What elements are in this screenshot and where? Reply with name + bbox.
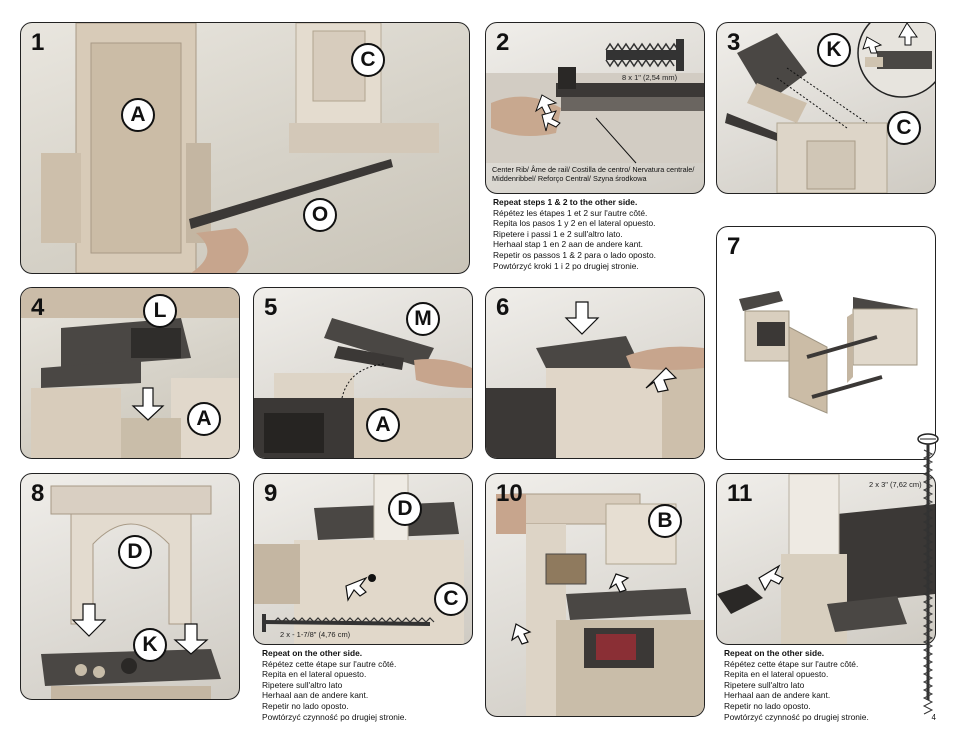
step-number: 2: [496, 29, 510, 56]
step-number: 3: [727, 29, 741, 56]
caption-line: Ripetere sull'altro lato: [262, 679, 343, 690]
step-9-illustration: [254, 474, 464, 644]
caption-repeat-step-9: Repeat on the other side. Répétez cette …: [262, 648, 477, 722]
caption-repeat-step-11: Repeat on the other side. Répétez cette …: [724, 648, 924, 722]
caption-line: Herhaal stap 1 en 2 aan de andere kant.: [493, 239, 643, 250]
part-label-m: M: [406, 302, 440, 336]
caption-line: Repetir no lado oposto.: [262, 700, 349, 711]
part-label-k: K: [817, 33, 851, 67]
step-9-panel: 9 D C 2 x - 1-7/8" (4,76 cm): [253, 473, 473, 645]
step-number: 10: [496, 480, 523, 507]
part-label-k: K: [133, 628, 167, 662]
part-label-a: A: [121, 98, 155, 132]
step-number: 4: [31, 294, 45, 321]
part-label-a: A: [187, 402, 221, 436]
caption-line: Ripetere sull'altro lato: [724, 679, 805, 690]
step-2-illustration: [486, 39, 704, 164]
part-label-b: B: [648, 504, 682, 538]
caption-heading: Repeat on the other side.: [262, 648, 363, 658]
step-number: 11: [727, 480, 753, 507]
step-6-panel: 6: [485, 287, 705, 459]
caption-line: Powtórzyć czynność po drugiej stronie.: [724, 711, 869, 722]
step-4-panel: 4 L A: [20, 287, 240, 459]
part-label-c: C: [351, 43, 385, 77]
step-3-panel: 3 K C: [716, 22, 936, 194]
caption-line: Répétez les étapes 1 et 2 sur l'autre cô…: [493, 207, 648, 218]
step-10-panel: 10 B: [485, 473, 705, 717]
caption-line: Répétez cette étape sur l'autre côté.: [262, 658, 397, 669]
screw-dimension: 2 x 3" (7,62 cm): [869, 480, 922, 489]
step-7-panel: 7: [716, 226, 936, 460]
step-number: 6: [496, 294, 510, 321]
page-number: 4: [931, 713, 936, 722]
part-label-d: D: [388, 492, 422, 526]
step-number: 5: [264, 294, 278, 321]
step-11-panel: 11 2 x 3" (7,62 cm): [716, 473, 936, 645]
caption-line: Répétez cette étape sur l'autre côté.: [724, 658, 859, 669]
step-11-illustration: [717, 474, 935, 644]
part-label-l: L: [143, 294, 177, 328]
step-number: 8: [31, 480, 45, 507]
step-2-panel: 2 8 x 1" (2,54 mm) Center Rib/ Âme de ra…: [485, 22, 705, 194]
caption-line: Repita en el lateral opuesto.: [724, 669, 829, 680]
step-number: 7: [727, 233, 741, 260]
caption-repeat-steps-1-2: Repeat steps 1 & 2 to the other side. Ré…: [493, 197, 708, 271]
center-rib-note: Center Rib/ Âme de rail/ Costilla de cen…: [492, 165, 695, 183]
step-6-illustration: [486, 301, 704, 458]
step-number: 1: [31, 29, 45, 56]
screw-dimension: 8 x 1" (2,54 mm): [622, 73, 678, 82]
screw-dimension: 2 x - 1-7/8" (4,76 cm): [280, 630, 351, 639]
step-4-illustration: [21, 288, 239, 458]
part-label-d: D: [118, 535, 152, 569]
caption-line: Herhaal aan de andere kant.: [262, 690, 369, 701]
step-3-illustration: [725, 23, 935, 193]
step-8-illustration: [41, 485, 221, 699]
caption-line: Powtórzyć kroki 1 i 2 po drugiej stronie…: [493, 260, 639, 271]
caption-line: Repetir no lado oposto.: [724, 700, 811, 711]
caption-line: Powtórzyć czynność po drugiej stronie.: [262, 711, 407, 722]
caption-line: Herhaal aan de andere kant.: [724, 690, 831, 701]
step-1-panel: 1 A C O: [20, 22, 470, 274]
caption-line: Repetir os passos 1 & 2 para o lado opos…: [493, 249, 656, 260]
step-8-panel: 8 D K: [20, 473, 240, 700]
part-label-c: C: [887, 111, 921, 145]
caption-heading: Repeat on the other side.: [724, 648, 825, 658]
part-label-a: A: [366, 408, 400, 442]
caption-line: Repita los pasos 1 y 2 en el lateral opu…: [493, 218, 656, 229]
caption-line: Ripetere i passi 1 e 2 sull'altro lato.: [493, 228, 623, 239]
part-label-o: O: [303, 198, 337, 232]
step-number: 9: [264, 480, 278, 507]
step-7-illustration: [739, 291, 918, 414]
caption-line: Repita en el lateral opuesto.: [262, 669, 367, 680]
part-label-c: C: [434, 582, 468, 616]
caption-heading: Repeat steps 1 & 2 to the other side.: [493, 197, 638, 207]
step-1-illustration: [41, 23, 439, 273]
step-5-panel: 5 M A: [253, 287, 473, 459]
